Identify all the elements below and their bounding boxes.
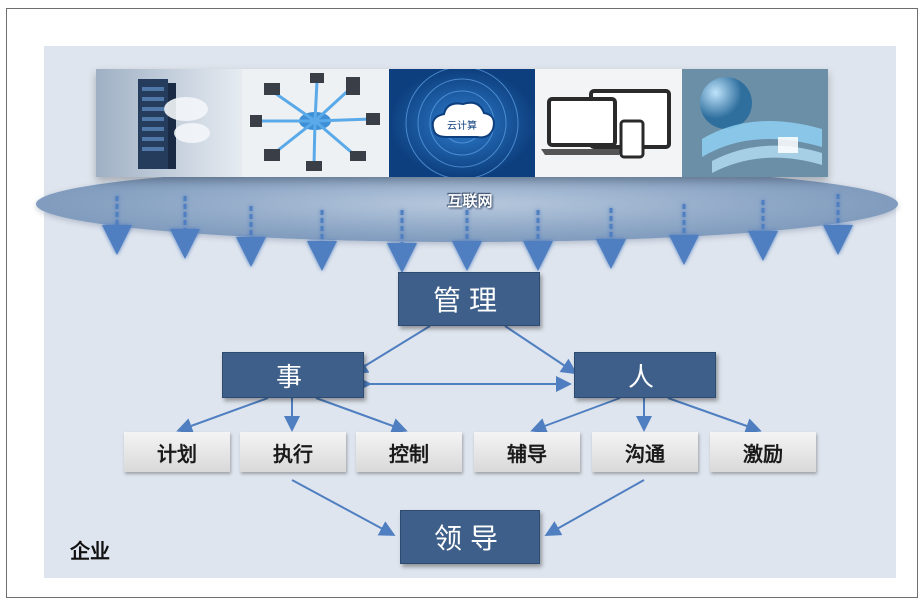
connector-management-people [504,325,578,375]
network-devices-icon [242,69,389,177]
matters-box: 事 [222,352,364,398]
matters-label: 事 [275,362,310,393]
leadership-label: 领导 [433,522,506,555]
internet-label: 互联网 [447,192,493,210]
globe-data-icon [681,69,829,177]
enterprise-label: 企业 [70,539,110,563]
screens-devices-icon [535,69,682,177]
connector-matters-control [315,397,408,434]
motivate-label: 激励 [743,441,783,466]
connector-communicate-leadership [544,479,645,536]
execute-label: 执行 [273,441,313,466]
plan-box: 计划 [124,432,230,472]
connector-people-coach [530,397,621,434]
connector-people-motivate [667,397,762,434]
control-label: 控制 [389,441,429,466]
photo-strip: 云计算 [96,69,829,177]
cloud-computing-icon: 云计算 [388,69,536,177]
motivate-box: 激励 [710,432,816,472]
coach-box: 辅导 [474,432,580,472]
communicate-label: 沟通 [625,441,665,466]
people-box: 人 [574,352,716,398]
control-box: 控制 [356,432,462,472]
coach-label: 辅导 [507,441,547,466]
server-rack-icon [96,69,243,177]
communicate-box: 沟通 [592,432,698,472]
connector-management-matters [351,325,431,375]
cloud-caption: 云计算 [447,119,477,132]
management-label: 管理 [432,284,505,317]
execute-box: 执行 [240,432,346,472]
leadership-box: 领导 [400,510,540,564]
connector-execute-leadership [291,479,396,536]
people-label: 人 [627,362,662,393]
management-box: 管理 [398,272,540,326]
connector-matters-plan [176,397,269,434]
plan-label: 计划 [157,441,197,466]
